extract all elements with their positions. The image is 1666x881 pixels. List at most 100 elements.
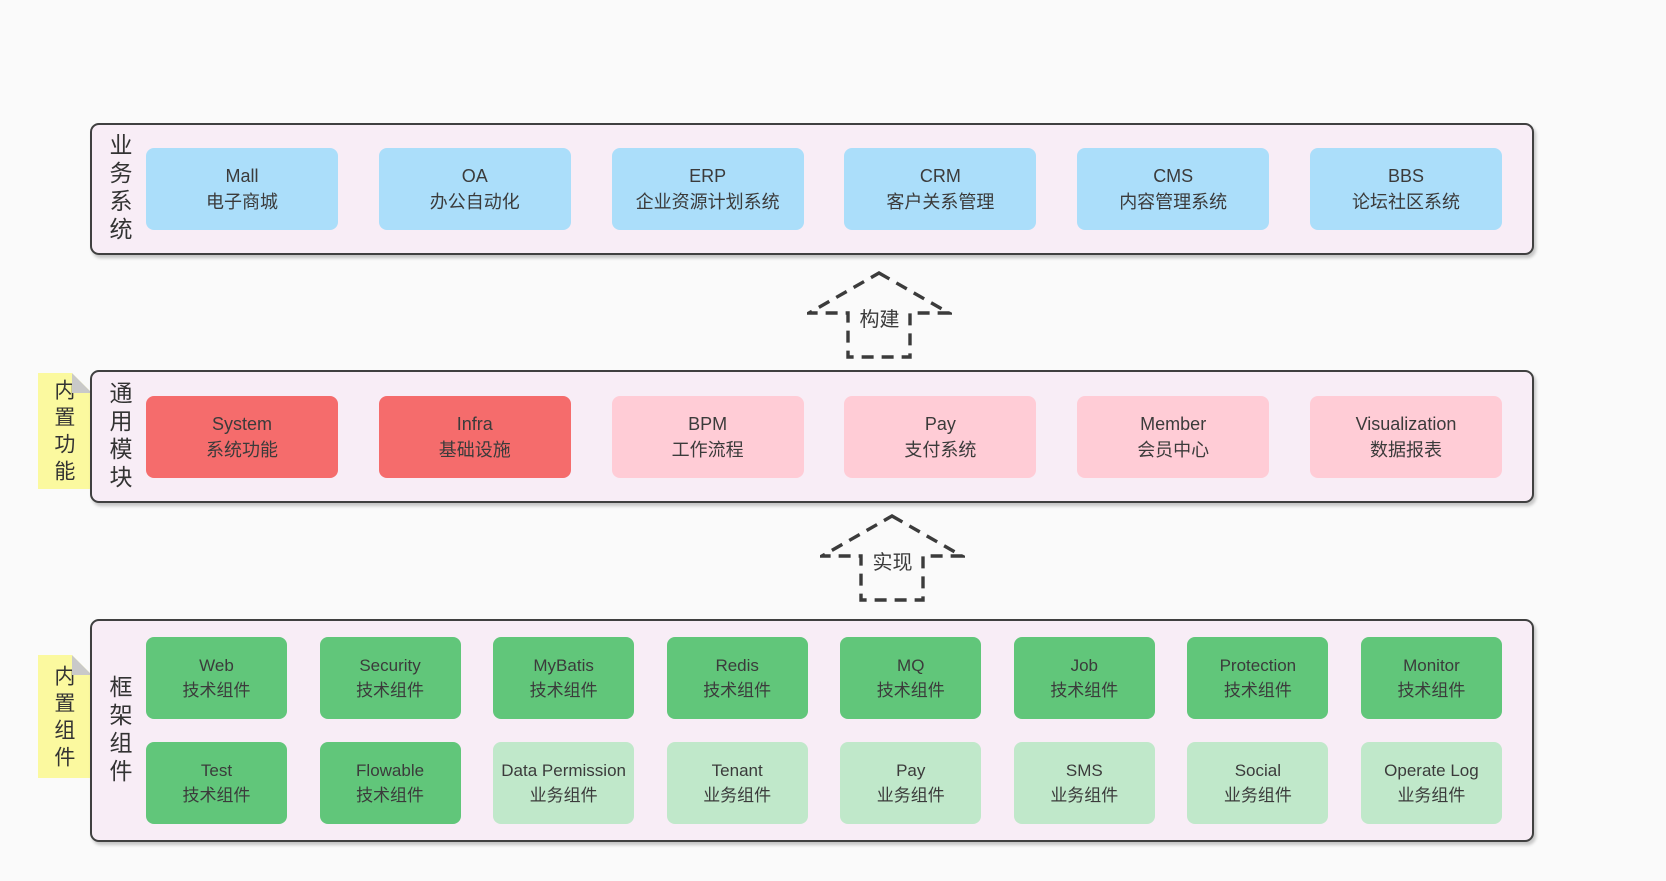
box-title: System — [211, 413, 272, 434]
sticky-note-built-in-components: 内置组件 — [38, 655, 92, 778]
business-box-row: Mall 电子商城 OA 办公自动化 ERP 企业资源计划系统 CRM 客户关系… — [146, 125, 1502, 253]
box-title: BPM — [688, 413, 728, 434]
box-subtitle: 技术组件 — [529, 681, 598, 700]
box-subtitle: 业务组件 — [876, 786, 945, 805]
box-title: BBS — [1387, 166, 1424, 186]
box-subtitle: 业务组件 — [703, 786, 772, 805]
box-social: Social 业务组件 — [1187, 742, 1329, 824]
box-subtitle: 技术组件 — [356, 681, 425, 700]
build-arrow-label: 构建 — [855, 302, 904, 334]
box-title: Infra — [456, 413, 493, 434]
box-title: MyBatis — [533, 656, 594, 675]
box-monitor: Monitor 技术组件 — [1360, 637, 1502, 719]
box-mybatis: MyBatis 技术组件 — [493, 637, 635, 719]
box-title: Protection — [1219, 656, 1297, 675]
box-operate-log: Operate Log 业务组件 — [1360, 742, 1502, 824]
box-subtitle: 系统功能 — [206, 439, 278, 460]
box-title: Flowable — [356, 761, 425, 780]
box-title: CRM — [919, 166, 961, 186]
box-security: Security 技术组件 — [319, 637, 461, 719]
box-subtitle: 技术组件 — [1223, 681, 1292, 700]
box-visualization: Visualization 数据报表 — [1309, 395, 1502, 478]
box-title: Tenant — [711, 761, 763, 780]
box-title: ERP — [689, 166, 727, 186]
box-title: Monitor — [1403, 656, 1460, 675]
box-bpm: BPM 工作流程 — [611, 395, 804, 478]
box-title: Pay — [924, 413, 956, 434]
implement-arrow: 实现 — [820, 513, 965, 603]
box-title: SMS — [1065, 761, 1103, 780]
component-box-row-2: Test 技术组件 Flowable 技术组件 Data Permission … — [146, 742, 1502, 824]
box-pay-module: Pay 支付系统 — [844, 395, 1037, 478]
box-subtitle: 技术组件 — [182, 681, 251, 700]
box-subtitle: 基础设施 — [438, 439, 511, 460]
box-subtitle: 客户关系管理 — [886, 192, 995, 212]
box-subtitle: 办公自动化 — [429, 192, 520, 212]
implement-arrow-label: 实现 — [868, 545, 917, 577]
section-business-systems: 业务系统 Mall 电子商城 OA 办公自动化 ERP 企业资源计划系统 CRM… — [90, 123, 1534, 255]
box-subtitle: 技术组件 — [356, 786, 425, 805]
box-subtitle: 支付系统 — [904, 439, 977, 460]
box-subtitle: 技术组件 — [703, 681, 772, 700]
box-crm: CRM 客户关系管理 — [844, 148, 1037, 230]
box-web: Web 技术组件 — [146, 637, 287, 719]
box-oa: OA 办公自动化 — [378, 148, 571, 230]
section-label-components: 框架组件 — [106, 674, 132, 787]
section-common-modules: 通用模块 System 系统功能 Infra 基础设施 BPM 工作流程 Pay… — [90, 370, 1534, 503]
box-cms: CMS 内容管理系统 — [1077, 148, 1270, 230]
section-label-modules: 通用模块 — [106, 380, 132, 493]
box-tenant: Tenant 业务组件 — [666, 742, 808, 824]
box-bbs: BBS 论坛社区系统 — [1309, 148, 1502, 230]
box-title: Test — [200, 761, 233, 780]
sticky-note-label: 内置组件 — [51, 664, 75, 773]
box-member: Member 会员中心 — [1077, 395, 1270, 478]
box-test: Test 技术组件 — [146, 742, 287, 824]
box-title: Social — [1234, 761, 1282, 780]
box-title: Web — [199, 656, 234, 675]
box-title: Data Permission — [501, 761, 626, 780]
box-subtitle: 论坛社区系统 — [1351, 192, 1460, 212]
build-arrow: 构建 — [807, 270, 952, 360]
box-title: Visualization — [1355, 413, 1457, 434]
box-title: Pay — [896, 761, 926, 780]
box-subtitle: 业务组件 — [1223, 786, 1292, 805]
box-subtitle: 会员中心 — [1137, 439, 1210, 460]
box-subtitle: 技术组件 — [1050, 681, 1119, 700]
module-box-row: System 系统功能 Infra 基础设施 BPM 工作流程 Pay 支付系统… — [146, 372, 1502, 501]
component-box-row-1: Web 技术组件 Security 技术组件 MyBatis 技术组件 Redi… — [146, 637, 1502, 719]
box-system: System 系统功能 — [146, 395, 338, 478]
box-title: Security — [359, 656, 421, 675]
up-arrow-dashed-icon — [820, 514, 965, 602]
box-job: Job 技术组件 — [1013, 637, 1155, 719]
box-title: Job — [1070, 656, 1099, 675]
box-title: Operate Log — [1384, 761, 1479, 780]
box-pay-component: Pay 业务组件 — [840, 742, 982, 824]
up-arrow-dashed-icon — [807, 271, 952, 359]
component-rows: Web 技术组件 Security 技术组件 MyBatis 技术组件 Redi… — [146, 621, 1502, 840]
section-framework-components: 框架组件 Web 技术组件 Security 技术组件 MyBatis 技术组件… — [90, 619, 1534, 842]
box-subtitle: 企业资源计划系统 — [635, 192, 780, 212]
box-subtitle: 内容管理系统 — [1119, 192, 1228, 212]
box-erp: ERP 企业资源计划系统 — [611, 148, 804, 230]
box-title: Redis — [715, 656, 759, 675]
section-label-business: 业务系统 — [106, 133, 132, 245]
sticky-note-label: 内置功能 — [51, 379, 75, 488]
box-flowable: Flowable 技术组件 — [319, 742, 461, 824]
box-subtitle: 技术组件 — [1397, 681, 1466, 700]
box-title: MQ — [897, 656, 925, 675]
box-mall: Mall 电子商城 — [146, 148, 338, 230]
box-subtitle: 业务组件 — [1050, 786, 1119, 805]
box-subtitle: 技术组件 — [876, 681, 945, 700]
box-title: Member — [1140, 413, 1207, 434]
box-mq: MQ 技术组件 — [840, 637, 982, 719]
box-sms: SMS 业务组件 — [1013, 742, 1155, 824]
box-title: CMS — [1153, 166, 1194, 186]
box-protection: Protection 技术组件 — [1187, 637, 1329, 719]
box-title: Mall — [225, 166, 259, 186]
box-subtitle: 业务组件 — [1397, 786, 1466, 805]
sticky-note-built-in-features: 内置功能 — [38, 373, 92, 489]
box-subtitle: 工作流程 — [671, 439, 744, 460]
box-subtitle: 技术组件 — [182, 786, 251, 805]
box-data-permission: Data Permission 业务组件 — [493, 742, 635, 824]
box-infra: Infra 基础设施 — [378, 395, 571, 478]
